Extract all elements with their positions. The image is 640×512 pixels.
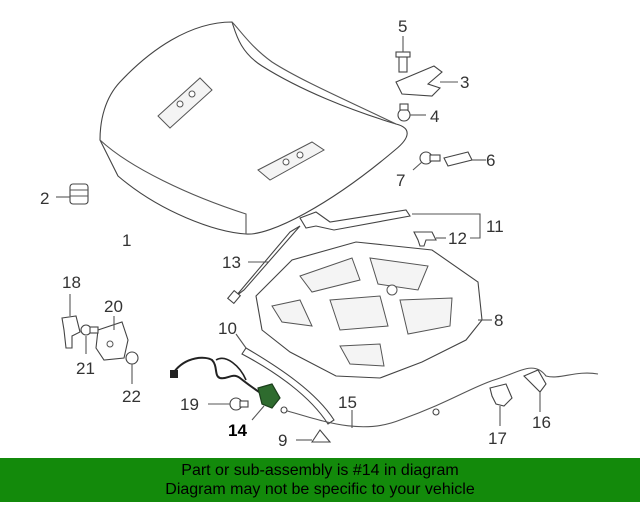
callout-22: 22 bbox=[122, 387, 141, 406]
callout-14: 14 bbox=[228, 421, 247, 440]
hood-seal bbox=[235, 333, 335, 425]
hood-insulator bbox=[255, 241, 492, 379]
callout-1: 1 bbox=[122, 231, 131, 250]
cable-bracket bbox=[489, 383, 513, 426]
callout-8: 8 bbox=[494, 311, 503, 330]
parts-diagram: 1 2 3 4 5 6 7 8 9 10 11 12 13 14 15 16 1… bbox=[40, 17, 599, 450]
support-bracket bbox=[443, 151, 486, 167]
callout-18: 18 bbox=[62, 273, 81, 292]
callout-4: 4 bbox=[430, 107, 439, 126]
hood-latch bbox=[170, 356, 281, 421]
latch-bolt bbox=[208, 397, 249, 411]
fitment-banner: Part or sub-assembly is #14 in diagram D… bbox=[0, 458, 640, 502]
callout-12: 12 bbox=[448, 229, 467, 248]
rod-retainer bbox=[413, 231, 446, 247]
callout-5: 5 bbox=[398, 17, 407, 36]
hinge-bolt bbox=[395, 36, 411, 73]
hood-panel bbox=[99, 21, 408, 235]
callout-21: 21 bbox=[76, 359, 95, 378]
callout-15: 15 bbox=[338, 393, 357, 412]
banner-line-1: Part or sub-assembly is #14 in diagram bbox=[181, 462, 459, 479]
callout-7: 7 bbox=[396, 171, 405, 190]
callout-9: 9 bbox=[278, 431, 287, 450]
callout-13: 13 bbox=[222, 253, 241, 272]
prop-rod bbox=[299, 209, 481, 239]
callout-10: 10 bbox=[218, 319, 237, 338]
hinge-nut bbox=[397, 103, 426, 122]
callout-19: 19 bbox=[180, 395, 199, 414]
callout-11: 11 bbox=[486, 217, 504, 236]
callout-2: 2 bbox=[40, 189, 49, 208]
support-nut bbox=[125, 351, 139, 384]
callout-3: 3 bbox=[460, 73, 469, 92]
support-bolt bbox=[80, 324, 99, 354]
hood-hinge bbox=[395, 65, 458, 97]
callout-17: 17 bbox=[488, 429, 507, 448]
callout-20: 20 bbox=[104, 297, 123, 316]
cable-clip bbox=[296, 429, 332, 443]
release-handle bbox=[523, 369, 547, 412]
callout-16: 16 bbox=[532, 413, 551, 432]
banner-line-2: Diagram may not be specific to your vehi… bbox=[165, 481, 475, 498]
lift-support bbox=[226, 225, 301, 305]
callout-6: 6 bbox=[486, 151, 495, 170]
lock-support bbox=[95, 316, 129, 361]
release-cable bbox=[280, 367, 599, 428]
hood-striker bbox=[61, 294, 81, 349]
hood-bumper bbox=[56, 183, 89, 205]
bracket-screw bbox=[412, 151, 441, 171]
